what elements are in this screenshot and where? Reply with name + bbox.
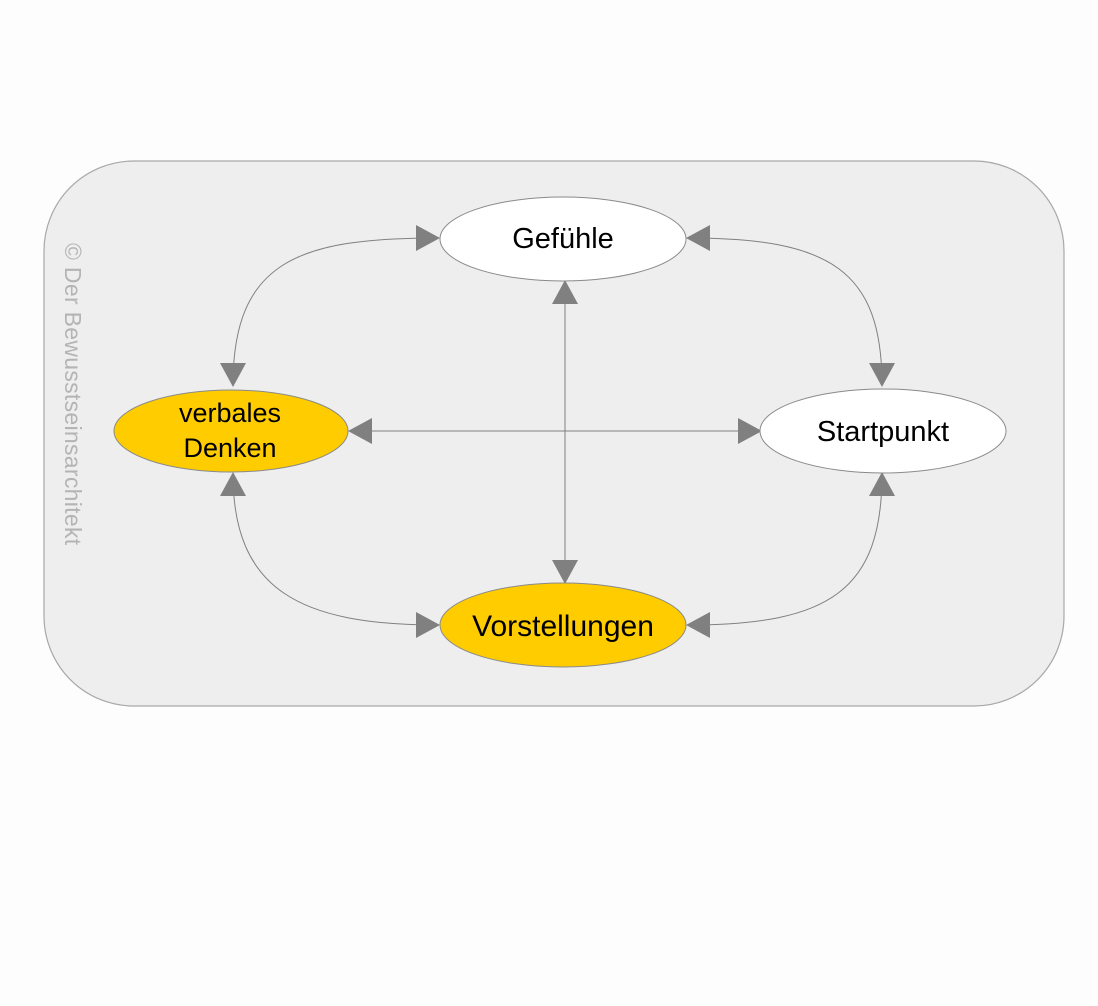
node-startpunkt-label: Startpunkt (817, 416, 949, 448)
node-verbales-denken: verbales Denken (113, 389, 349, 473)
connector-startpunkt-vorstellungen (686, 472, 895, 638)
node-vorstellungen-shape (439, 582, 687, 668)
node-gefuehle-label: Gefühle (512, 223, 614, 255)
node-verbales-denken-label-line2: Denken (183, 433, 276, 463)
node-vorstellungen-label: Vorstellungen (472, 610, 654, 643)
node-startpunkt: Startpunkt (759, 388, 1007, 474)
node-verbales-denken-shape (113, 389, 349, 473)
node-vorstellungen: Vorstellungen (439, 582, 687, 668)
node-gefuehle: Gefühle (439, 196, 687, 282)
watermark-text: © Der Bewusstseinsarchitekt (60, 243, 86, 546)
node-verbales-denken-label-line1: verbales (179, 398, 281, 428)
node-startpunkt-shape (759, 388, 1007, 474)
connector-verbales-denken-vorstellungen (220, 472, 440, 638)
connector-gefuehle-verbales-denken (220, 225, 440, 387)
node-gefuehle-shape (439, 196, 687, 282)
connector-gefuehle-startpunkt (686, 225, 895, 387)
